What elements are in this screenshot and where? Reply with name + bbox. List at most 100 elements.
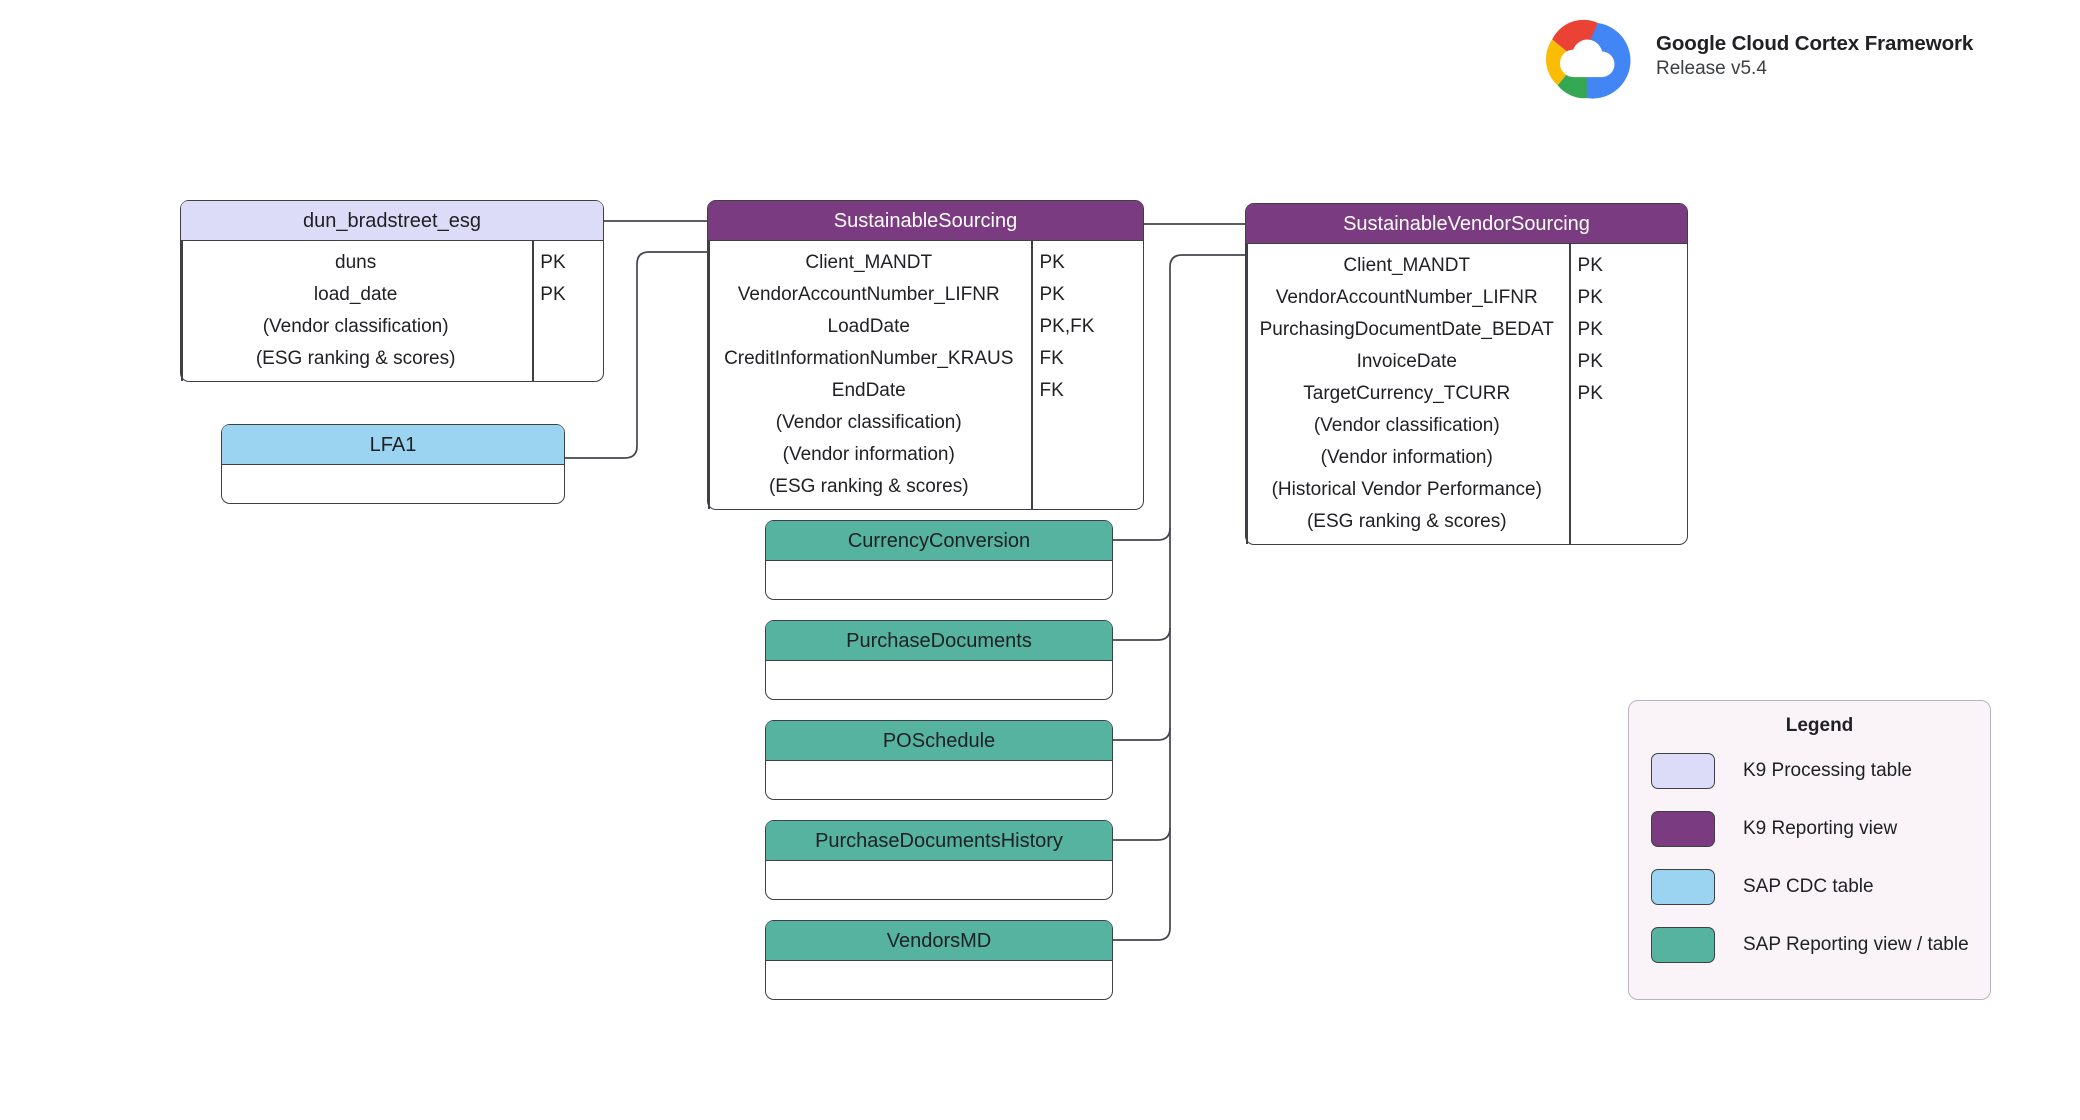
entity-field-row: Client_MANDT PK xyxy=(708,247,1143,279)
field-key: PK xyxy=(1577,255,1603,276)
legend-title: Legend xyxy=(1785,715,1854,736)
field-name: Client_MANDT xyxy=(1343,255,1471,276)
entity-poschedule[interactable]: POSchedule xyxy=(765,720,1113,800)
entity-field-row: LoadDate PK,FK xyxy=(708,311,1143,343)
field-key: PK xyxy=(1577,319,1603,340)
entity-fields: Client_MANDT PK VendorAccountNumber_LIFNR P… xyxy=(708,241,1143,509)
entity-vendorsmd[interactable]: VendorsMD xyxy=(765,920,1113,1000)
field-key: PK xyxy=(1577,383,1603,404)
entity-field-row: (ESG ranking & scores) xyxy=(181,343,603,375)
field-name: (Vendor classification) xyxy=(775,412,962,433)
entity-fields xyxy=(766,561,1112,599)
field-key: PK xyxy=(1039,252,1065,273)
google-cloud-logo-icon xyxy=(1545,19,1631,99)
entity-field-row: (ESG ranking & scores) xyxy=(708,471,1143,503)
field-key: PK xyxy=(1577,287,1603,308)
field-key: FK xyxy=(1039,348,1064,369)
legend-label: K9 Processing table xyxy=(1743,759,1912,781)
entity-lfa1[interactable]: LFA1 xyxy=(221,424,565,504)
field-name: (Vendor information) xyxy=(1320,447,1493,468)
entity-title: dun_bradstreet_esg xyxy=(181,201,603,241)
field-key: PK xyxy=(540,252,566,273)
field-key: PK xyxy=(540,284,566,305)
entity-field-row: (Historical Vendor Performance) xyxy=(1246,474,1687,506)
key-column-divider xyxy=(532,241,534,381)
entity-title: PurchaseDocuments xyxy=(766,621,1112,661)
entity-field-row: VendorAccountNumber_LIFNR PK xyxy=(1246,282,1687,314)
field-name: load_date xyxy=(313,284,398,305)
entity-field-row: (Vendor classification) xyxy=(1246,410,1687,442)
legend-item: K9 Reporting view xyxy=(1629,804,1990,853)
field-name: LoadDate xyxy=(827,316,910,337)
field-name: (ESG ranking & scores) xyxy=(1306,511,1507,532)
entity-field-row: Client_MANDT PK xyxy=(1246,250,1687,282)
field-name: CreditInformationNumber_KRAUS xyxy=(724,348,1014,369)
field-name: InvoiceDate xyxy=(1356,351,1457,372)
legend-item: SAP CDC table xyxy=(1629,862,1990,911)
entity-field-row: CreditInformationNumber_KRAUS FK xyxy=(708,343,1143,375)
entity-field-row: duns PK xyxy=(181,247,603,279)
entity-title: SustainableVendorSourcing xyxy=(1246,204,1687,244)
field-key: PK xyxy=(1577,351,1603,372)
legend-swatch xyxy=(1651,752,1715,789)
entity-field-row: (Vendor classification) xyxy=(181,311,603,343)
link-currencyconversion xyxy=(1113,527,1171,541)
entity-field-row: VendorAccountNumber_LIFNR PK xyxy=(708,279,1143,311)
link-poschedule xyxy=(1113,727,1171,741)
field-name: PurchasingDocumentDate_BEDAT xyxy=(1259,319,1554,340)
key-column-divider xyxy=(1031,241,1033,509)
field-name: TargetCurrency_TCURR xyxy=(1303,383,1511,404)
field-name: (ESG ranking & scores) xyxy=(255,348,456,369)
field-name: (ESG ranking & scores) xyxy=(768,476,969,497)
field-key: FK xyxy=(1039,380,1064,401)
entity-purchasedocumentshistory[interactable]: PurchaseDocumentsHistory xyxy=(765,820,1113,900)
entity-title: PurchaseDocumentsHistory xyxy=(766,821,1112,861)
entity-field-row: (ESG ranking & scores) xyxy=(1246,506,1687,538)
entity-title: CurrencyConversion xyxy=(766,521,1112,561)
legend-label: K9 Reporting view xyxy=(1743,817,1898,839)
field-name: (Vendor classification) xyxy=(1313,415,1500,436)
field-name: (Vendor information) xyxy=(782,444,955,465)
legend-swatch xyxy=(1651,926,1715,963)
legend-panel: Legend K9 Processing table K9 Reporting v… xyxy=(1628,700,1991,1000)
entity-field-row: (Vendor information) xyxy=(1246,442,1687,474)
entity-field-row: TargetCurrency_TCURR PK xyxy=(1246,378,1687,410)
brand-title: Google Cloud Cortex Framework xyxy=(1656,31,1974,55)
entity-title: POSchedule xyxy=(766,721,1112,761)
key-column-divider xyxy=(1569,244,1571,544)
legend-item: SAP Reporting view / table xyxy=(1629,920,1990,969)
field-name: duns xyxy=(335,252,377,273)
field-name: (Historical Vendor Performance) xyxy=(1271,479,1542,500)
field-name: Client_MANDT xyxy=(805,252,933,273)
entity-field-row: InvoiceDate PK xyxy=(1246,346,1687,378)
legend-label: SAP CDC table xyxy=(1743,875,1874,897)
entity-fields xyxy=(222,465,564,503)
legend-label: SAP Reporting view / table xyxy=(1743,933,1969,955)
entity-fields: Client_MANDT PK VendorAccountNumber_LIFNR P… xyxy=(1246,244,1687,544)
link-purchasedocumentshistory xyxy=(1113,827,1171,841)
legend-item: K9 Processing table xyxy=(1629,746,1990,795)
field-key: PK,FK xyxy=(1039,316,1095,337)
link-purchasedocuments xyxy=(1113,627,1171,641)
field-key: PK xyxy=(1039,284,1065,305)
legend-swatch xyxy=(1651,868,1715,905)
entity-purchasedocuments[interactable]: PurchaseDocuments xyxy=(765,620,1113,700)
entity-title: LFA1 xyxy=(222,425,564,465)
field-name: VendorAccountNumber_LIFNR xyxy=(1275,287,1538,308)
field-name: VendorAccountNumber_LIFNR xyxy=(737,284,1000,305)
entity-currencyconversion[interactable]: CurrencyConversion xyxy=(765,520,1113,600)
legend-swatch xyxy=(1651,810,1715,847)
entity-title: SustainableSourcing xyxy=(708,201,1143,241)
entity-field-row: load_date PK xyxy=(181,279,603,311)
entity-fields xyxy=(766,761,1112,799)
entity-field-row: (Vendor information) xyxy=(708,439,1143,471)
entity-field-row: PurchasingDocumentDate_BEDAT PK xyxy=(1246,314,1687,346)
entity-fields xyxy=(766,661,1112,699)
brand-header: Google Cloud Cortex Framework Release v5… xyxy=(1532,8,1973,104)
